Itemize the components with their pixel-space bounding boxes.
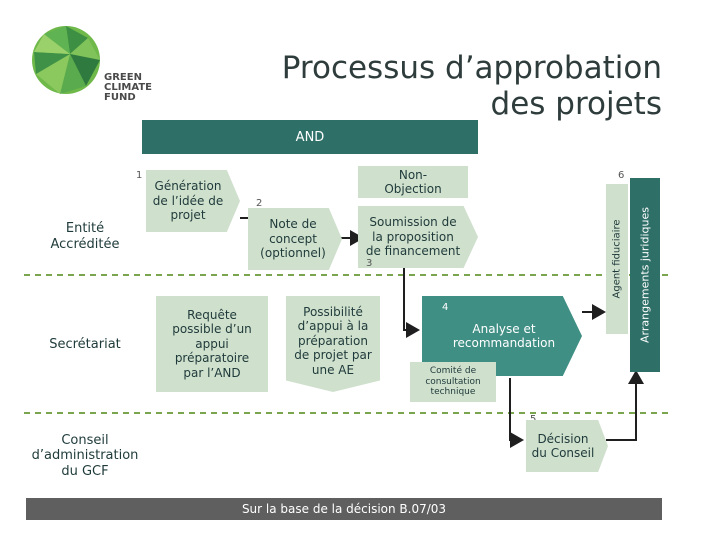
- lane-label-conseil: Conseil d’administration du GCF: [28, 428, 142, 484]
- title-line-2: des projets: [490, 86, 662, 122]
- logo-text: GREEN CLIMATE FUND: [104, 73, 152, 103]
- page-title: Processus d’approbation des projets: [282, 50, 662, 122]
- non-objection-label: Non- Objection: [384, 167, 442, 196]
- arrangements-box: Arrangements juridiques: [630, 178, 660, 372]
- step-4-number: 4: [442, 302, 449, 313]
- step-3-label: Soumission de la proposition de financem…: [365, 215, 461, 259]
- arrangements-label: Arrangements juridiques: [638, 207, 652, 343]
- logo-text-line: FUND: [104, 92, 136, 103]
- lane-entite-text: Entité Accréditée: [50, 221, 120, 252]
- footer-text: Sur la base de la décision B.07/03: [241, 502, 447, 516]
- and-bar: AND: [142, 120, 478, 154]
- green-climate-fund-logo-icon: [32, 26, 100, 94]
- agent-fiduciaire-label: Agent fiduciaire: [611, 219, 623, 299]
- comite-box: Comité de consultation technique: [410, 362, 496, 402]
- step-3-box: Soumission de la proposition de financem…: [358, 206, 478, 268]
- step-1-number: 1: [136, 170, 143, 181]
- lane-secretariat-text: Secrétariat: [49, 337, 121, 353]
- logo-text-line: CLIMATE: [104, 82, 152, 93]
- step-5-label: Décision du Conseil: [531, 431, 595, 460]
- logo-text-line: GREEN: [104, 72, 142, 83]
- step-2-box: Note de concept (optionnel): [248, 208, 342, 270]
- title-line-1: Processus d’approbation: [281, 50, 662, 86]
- arrow-analyse-to-decision: [509, 378, 524, 448]
- step-5-box: Décision du Conseil: [526, 420, 608, 472]
- agent-fiduciaire-box: Agent fiduciaire: [606, 184, 628, 334]
- arrow-decision-to-arrangements: [606, 370, 644, 441]
- and-bar-label: AND: [295, 129, 325, 145]
- step-4-label: Analyse et recommandation: [452, 321, 556, 350]
- step-6-number: 6: [618, 170, 625, 181]
- step-2-number: 2: [256, 198, 263, 209]
- step-5-number: 5: [530, 414, 537, 425]
- lane-conseil-text: Conseil d’administration du GCF: [31, 432, 139, 479]
- arrow-soumission-to-analyse: [403, 268, 420, 338]
- lane-label-entite: Entité Accréditée: [28, 212, 142, 262]
- footer-bar: Sur la base de la décision B.07/03: [26, 498, 662, 520]
- non-objection-box: Non- Objection: [358, 166, 468, 198]
- step-1-box: Génération de l’idée de projet: [146, 170, 240, 232]
- step-1-label: Génération de l’idée de projet: [152, 179, 224, 223]
- requete-box: Requête possible d’un appui préparatoire…: [156, 296, 268, 392]
- comite-label: Comité de consultation technique: [425, 365, 481, 398]
- possibilite-label: Possibilité d’appui à la préparation de …: [294, 305, 372, 377]
- step-2-label: Note de concept (optionnel): [260, 217, 326, 261]
- step-3-number: 3: [366, 258, 373, 269]
- lane-label-secretariat: Secrétariat: [28, 330, 142, 360]
- requete-label: Requête possible d’un appui préparatoire…: [172, 308, 252, 380]
- possibilite-box: Possibilité d’appui à la préparation de …: [286, 296, 380, 392]
